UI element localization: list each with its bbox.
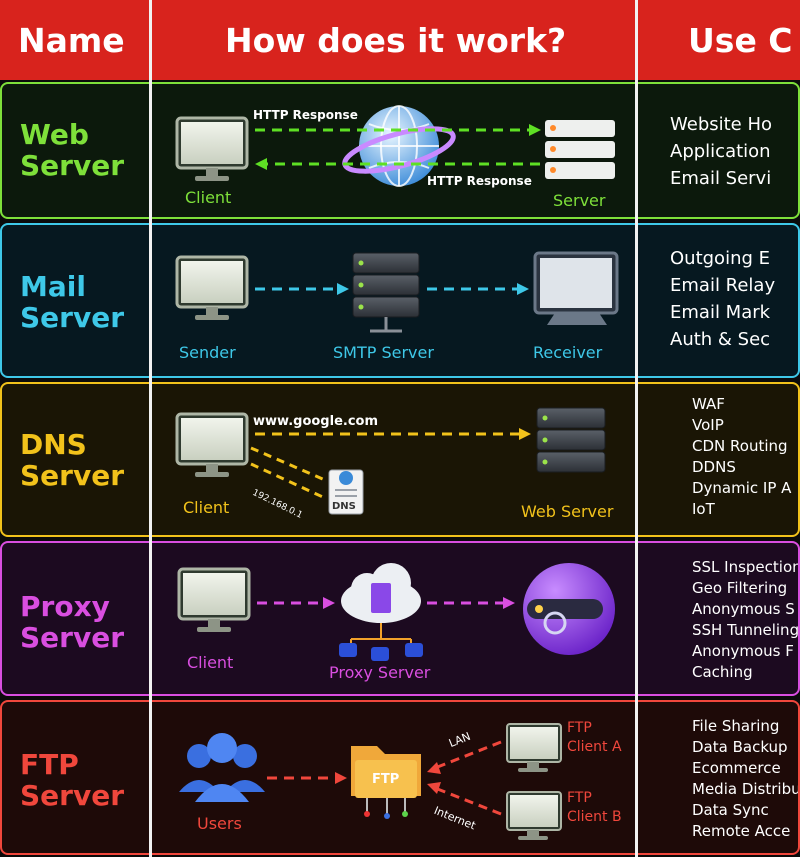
list-item: Remote Acce bbox=[692, 821, 798, 842]
label-url: www.google.com bbox=[253, 414, 379, 429]
list-item: Anonymous F bbox=[692, 641, 798, 662]
diagram-mail-server: Sender SMTP Server Receiver bbox=[155, 225, 639, 376]
table-header: Name How does it work? Use C bbox=[0, 0, 800, 80]
use-cases-dns-server: WAF VoIP CDN Routing DDNS Dynamic IP A I… bbox=[692, 394, 798, 520]
users-icon bbox=[179, 733, 265, 802]
receiver-monitor-icon bbox=[533, 251, 619, 325]
list-item: CDN Routing bbox=[692, 436, 798, 457]
list-item: Ecommerce bbox=[692, 758, 798, 779]
label-ftp: FTP bbox=[372, 772, 400, 787]
list-item: File Sharing bbox=[692, 716, 798, 737]
label-dns: DNS bbox=[332, 501, 356, 512]
list-item: WAF bbox=[692, 394, 798, 415]
label-client: Client bbox=[183, 498, 230, 517]
dns-server-icon bbox=[328, 469, 364, 515]
use-cases-mail-server: Outgoing E Email Relay Email Mark Auth &… bbox=[670, 245, 798, 353]
monitor-icon bbox=[506, 791, 562, 840]
row-title-ftp-server: FTP Server bbox=[20, 748, 125, 812]
list-item: IoT bbox=[692, 499, 798, 520]
list-item: Data Backup bbox=[692, 737, 798, 758]
diagram-ftp-server: FTP LAN Internet Users FTP Client A FTP … bbox=[155, 702, 639, 853]
label-proxy-server: Proxy Server bbox=[329, 663, 431, 682]
label-receiver: Receiver bbox=[533, 343, 603, 362]
list-item: Auth & Sec bbox=[670, 326, 798, 353]
list-item: SSL Inspection bbox=[692, 557, 798, 578]
label-server: Server bbox=[553, 191, 606, 210]
header-name: Name bbox=[18, 20, 125, 60]
row-title-web-server: Web Server bbox=[20, 118, 125, 182]
web-server-icon bbox=[536, 407, 606, 473]
list-item: Dynamic IP A bbox=[692, 478, 798, 499]
monitor-icon bbox=[175, 255, 249, 320]
label-smtp-server: SMTP Server bbox=[333, 343, 434, 362]
smtp-server-icon bbox=[352, 252, 420, 333]
list-item: Anonymous S bbox=[692, 599, 798, 620]
list-item: Email Relay bbox=[670, 272, 798, 299]
list-item: Application bbox=[670, 138, 798, 165]
row-title-dns-server: DNS Server bbox=[20, 428, 125, 492]
label-client-b-line2: Client B bbox=[567, 809, 622, 825]
row-title-proxy-server: Proxy Server bbox=[20, 590, 125, 654]
list-item: Media Distribu bbox=[692, 779, 798, 800]
list-item: Email Servi bbox=[670, 165, 798, 192]
label-client-a-line1: FTP bbox=[567, 720, 592, 736]
row-web-server: Web Server bbox=[0, 82, 800, 219]
column-divider-2 bbox=[635, 0, 638, 857]
header-how-it-works: How does it work? bbox=[225, 20, 567, 60]
list-item: SSH Tunneling bbox=[692, 620, 798, 641]
use-cases-web-server: Website Ho Application Email Servi bbox=[670, 111, 798, 192]
row-title-mail-server: Mail Server bbox=[20, 270, 125, 334]
label-http-response-top: HTTP Response bbox=[253, 108, 358, 122]
list-item: Outgoing E bbox=[670, 245, 798, 272]
use-cases-proxy-server: SSL Inspection Geo Filtering Anonymous S… bbox=[692, 557, 798, 683]
row-proxy-server: Proxy Server bbox=[0, 541, 800, 696]
diagram-web-server: HTTP Response HTTP Response Client Serve… bbox=[155, 84, 639, 217]
planet-icon bbox=[523, 563, 615, 655]
ftp-folder-icon bbox=[351, 746, 421, 819]
server-icon bbox=[545, 120, 615, 179]
monitor-icon bbox=[175, 116, 249, 181]
list-item: Email Mark bbox=[670, 299, 798, 326]
monitor-icon bbox=[175, 412, 249, 477]
row-mail-server: Mail Server bbox=[0, 223, 800, 378]
row-ftp-server: FTP Server bbox=[0, 700, 800, 855]
diagram-dns-server: www.google.com 192.168.0.1 DNS Client We… bbox=[155, 384, 639, 535]
label-users: Users bbox=[197, 814, 242, 833]
column-divider-1 bbox=[149, 0, 152, 857]
list-item: VoIP bbox=[692, 415, 798, 436]
diagram-proxy-server: Client Proxy Server bbox=[155, 543, 639, 694]
header-use-cases: Use C bbox=[688, 20, 793, 60]
monitor-icon bbox=[177, 567, 251, 632]
use-cases-ftp-server: File Sharing Data Backup Ecommerce Media… bbox=[692, 716, 798, 842]
list-item: Data Sync bbox=[692, 800, 798, 821]
row-dns-server: DNS Server bbox=[0, 382, 800, 537]
label-client: Client bbox=[185, 188, 232, 207]
list-item: Website Ho bbox=[670, 111, 798, 138]
label-http-response-bottom: HTTP Response bbox=[427, 174, 532, 188]
list-item: Caching bbox=[692, 662, 798, 683]
label-web-server: Web Server bbox=[521, 502, 614, 521]
list-item: DDNS bbox=[692, 457, 798, 478]
monitor-icon bbox=[506, 723, 562, 772]
cloud-proxy-icon bbox=[339, 563, 423, 661]
label-client-b-line1: FTP bbox=[567, 790, 592, 806]
label-client-a-line2: Client A bbox=[567, 739, 622, 755]
list-item: Geo Filtering bbox=[692, 578, 798, 599]
label-client: Client bbox=[187, 653, 234, 672]
label-sender: Sender bbox=[179, 343, 236, 362]
